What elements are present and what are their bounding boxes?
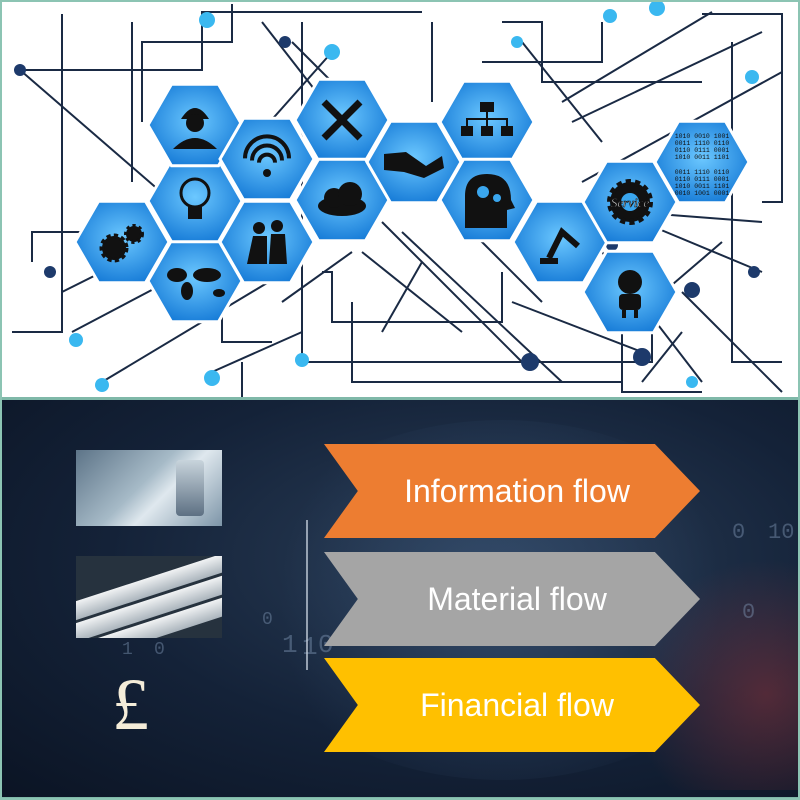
wifi-icon xyxy=(218,116,316,202)
service-label: Service xyxy=(611,195,649,210)
brain-gears-icon xyxy=(438,157,536,243)
phone-icon xyxy=(176,460,204,516)
binary-line: 1010 0010 1001 xyxy=(675,133,730,140)
material-flow-arrow: Material flow xyxy=(324,552,700,646)
worker-icon xyxy=(146,82,244,168)
binary-line: 0110 0111 0001 xyxy=(675,147,730,154)
service-gear-icon: Service xyxy=(581,159,679,245)
robot-icon xyxy=(581,249,679,335)
background-digit: 0 xyxy=(154,640,165,660)
binary-line: 0011 1110 0110 xyxy=(675,140,730,147)
binary-line: 0011 1110 0110 xyxy=(675,169,730,176)
binary-line: 0010 1001 0001 xyxy=(675,190,730,197)
background-digit: 1 xyxy=(282,630,298,660)
information-flow-arrow: Information flow xyxy=(324,444,700,538)
people-icon xyxy=(218,199,316,285)
information-thumbnail xyxy=(76,450,222,526)
divider xyxy=(306,520,308,670)
background-digit: 0 xyxy=(742,600,756,625)
gears-icon xyxy=(73,199,171,285)
tools-icon xyxy=(293,77,391,163)
background-digit: 1 xyxy=(122,640,133,660)
binary-line: 1010 0011 1101 xyxy=(675,183,730,190)
network-nodes xyxy=(14,2,760,392)
binary-line: 1010 0011 1101 xyxy=(675,154,730,161)
background-digit: 1 xyxy=(302,632,318,662)
cloud-icon xyxy=(293,157,391,243)
robot-arm-icon xyxy=(511,199,609,285)
flows-panel: 0 10 0 1 1 0 1 0 0 £ Information flow Ma… xyxy=(2,400,798,797)
background-digit: 10 xyxy=(768,520,795,545)
background-digit: 0 xyxy=(262,610,273,630)
pound-sign-icon: £ xyxy=(112,664,149,746)
binary-line: 0110 0111 0001 xyxy=(675,176,730,183)
financial-flow-arrow: Financial flow xyxy=(324,658,700,752)
material-thumbnail xyxy=(76,556,222,638)
background-digit: 0 xyxy=(732,520,746,545)
handshake-icon xyxy=(365,119,463,205)
